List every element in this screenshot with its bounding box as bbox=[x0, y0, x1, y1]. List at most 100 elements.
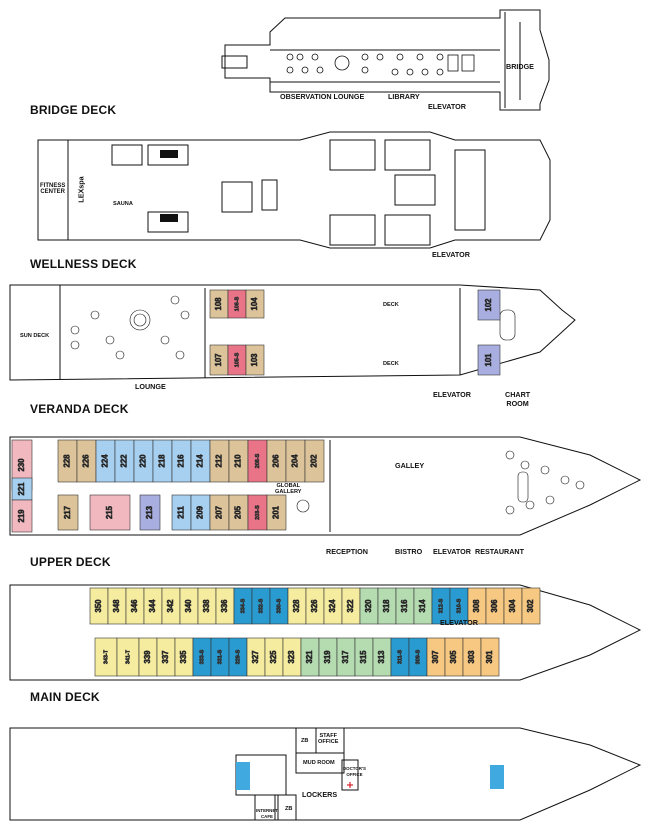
cabin-220-number: 220 bbox=[139, 454, 148, 468]
cabin-101-number: 101 bbox=[484, 353, 493, 367]
cabin-215-box bbox=[89, 494, 131, 531]
cabin-213-number: 213 bbox=[145, 505, 154, 519]
cabin-214-number: 214 bbox=[196, 454, 205, 468]
veranda-deck-title: VERANDA DECK bbox=[30, 402, 129, 416]
cabin-327-number: 327 bbox=[251, 650, 260, 663]
cabin-201-number: 201 bbox=[272, 505, 281, 519]
cabin-326-number: 326 bbox=[310, 599, 319, 613]
cabin-228-number: 228 bbox=[63, 454, 72, 468]
restaurant-label: RESTAURANT bbox=[475, 547, 524, 556]
cabin-305-number: 305 bbox=[449, 650, 458, 664]
veranda-cabins: 108 106-S 104 107 105-S 103 102 101 bbox=[209, 289, 501, 376]
cabin-333-S-number: 333-S bbox=[199, 649, 205, 664]
cabin-216-number: 216 bbox=[177, 454, 186, 468]
cabin-348-number: 348 bbox=[112, 599, 121, 613]
cabin-350-number: 350 bbox=[94, 599, 103, 613]
cabin-319-number: 319 bbox=[323, 650, 332, 664]
cabin-222-number: 222 bbox=[120, 454, 129, 468]
lower-details bbox=[236, 762, 504, 790]
wellness-equipment bbox=[160, 150, 178, 222]
cabin-329-S-number: 329-S bbox=[235, 649, 241, 664]
fitness-center-label: FITNESS CENTER bbox=[40, 183, 66, 195]
veranda-deck-outline bbox=[9, 284, 576, 381]
cabin-226-number: 226 bbox=[82, 454, 91, 468]
cabin-342-number: 342 bbox=[166, 599, 175, 613]
lockers-label: LOCKERS bbox=[302, 790, 338, 799]
cabin-308-number: 308 bbox=[472, 599, 481, 613]
cabin-108-number: 108 bbox=[214, 297, 223, 311]
cabin-330-S-number: 330-S bbox=[276, 598, 282, 613]
cabin-322-number: 322 bbox=[346, 599, 355, 613]
cabin-307-number: 307 bbox=[431, 650, 440, 663]
cabin-218-number: 218 bbox=[158, 454, 167, 468]
cabin-207-number: 207 bbox=[215, 506, 224, 519]
cabin-301-number: 301 bbox=[485, 650, 494, 664]
cabin-205-number: 205 bbox=[234, 505, 243, 519]
cabin-316-number: 316 bbox=[400, 599, 409, 613]
cabin-208-S-number: 208-S bbox=[255, 453, 261, 468]
global-gallery-label: GLOBAL GALLERY bbox=[275, 483, 302, 495]
cabin-331-S-number: 331-S bbox=[217, 649, 223, 664]
upper-deck-outline bbox=[9, 436, 642, 536]
mud-room-label: MUD ROOM bbox=[303, 760, 335, 766]
cabin-313-number: 313 bbox=[377, 650, 386, 664]
cabin-306-number: 306 bbox=[490, 599, 499, 613]
cabin-215-number: 215 bbox=[105, 505, 114, 519]
cabin-334-S-number: 334-S bbox=[240, 598, 246, 613]
cabin-202-box bbox=[304, 439, 325, 483]
cabin-103-box bbox=[245, 344, 265, 376]
doctor-cross-icon bbox=[347, 782, 353, 788]
cabin-340-number: 340 bbox=[184, 599, 193, 613]
veranda-deck-bottom-label: DECK bbox=[383, 361, 399, 367]
cabin-332-S-number: 332-S bbox=[258, 598, 264, 613]
cabin-224-number: 224 bbox=[101, 454, 110, 468]
cabin-106-S-number: 106-S bbox=[234, 296, 240, 311]
cabin-104-number: 104 bbox=[250, 297, 259, 311]
cabin-324-number: 324 bbox=[328, 599, 337, 613]
cabin-204-number: 204 bbox=[291, 454, 300, 468]
veranda-lounge-seating bbox=[70, 295, 516, 360]
cabin-101-box bbox=[477, 344, 501, 376]
staff-office-label: STAFF OFFICE bbox=[318, 733, 339, 745]
zb-top-label: ZB bbox=[301, 738, 309, 744]
veranda-deck-top-label: DECK bbox=[383, 302, 399, 308]
cabin-103-number: 103 bbox=[250, 353, 259, 367]
bridge-label: BRIDGE bbox=[506, 62, 534, 71]
cabin-341-T-number: 341-T bbox=[125, 649, 131, 664]
cabin-335-number: 335 bbox=[179, 650, 188, 664]
cabin-211-number: 211 bbox=[177, 506, 186, 519]
cabin-203-S-number: 203-S bbox=[255, 505, 261, 520]
cabin-336-number: 336 bbox=[220, 599, 229, 613]
reception-label: RECEPTION bbox=[326, 547, 368, 556]
cabin-107-number: 107 bbox=[214, 353, 223, 366]
galley-label: GALLEY bbox=[395, 461, 425, 470]
bistro-label: BISTRO bbox=[395, 547, 423, 556]
cabin-310-S-number: 310-S bbox=[456, 598, 462, 613]
veranda-elevator-label: ELEVATOR bbox=[433, 390, 471, 399]
cabin-221-number: 221 bbox=[17, 482, 26, 496]
cabin-344-number: 344 bbox=[148, 599, 157, 613]
cabin-212-number: 212 bbox=[215, 454, 224, 468]
cabin-105-S-number: 105-S bbox=[234, 352, 240, 367]
cabin-304-number: 304 bbox=[508, 599, 517, 613]
cabin-302-number: 302 bbox=[526, 599, 535, 613]
cabin-302-box bbox=[521, 587, 541, 625]
cabin-102-number: 102 bbox=[484, 298, 493, 312]
main-deck-title: MAIN DECK bbox=[30, 690, 100, 704]
bridge-furniture bbox=[286, 53, 475, 76]
cabin-201-box bbox=[266, 494, 287, 531]
cabin-312-S-number: 312-S bbox=[438, 598, 444, 613]
cabin-328-number: 328 bbox=[292, 599, 301, 613]
cabin-102-box bbox=[477, 289, 501, 321]
cabin-230-number: 230 bbox=[17, 458, 26, 472]
cabin-202-number: 202 bbox=[310, 454, 319, 468]
sauna-label: SAUNA bbox=[113, 201, 133, 207]
main-elevator-label: ELEVATOR bbox=[440, 618, 478, 627]
cabin-217-number: 217 bbox=[63, 506, 72, 519]
zb-bottom-label: ZB bbox=[285, 806, 293, 812]
cabin-323-number: 323 bbox=[287, 650, 296, 664]
wellness-elevator-label: ELEVATOR bbox=[432, 250, 470, 259]
doctors-office-label: DOCTOR'S OFFICE bbox=[343, 766, 366, 777]
